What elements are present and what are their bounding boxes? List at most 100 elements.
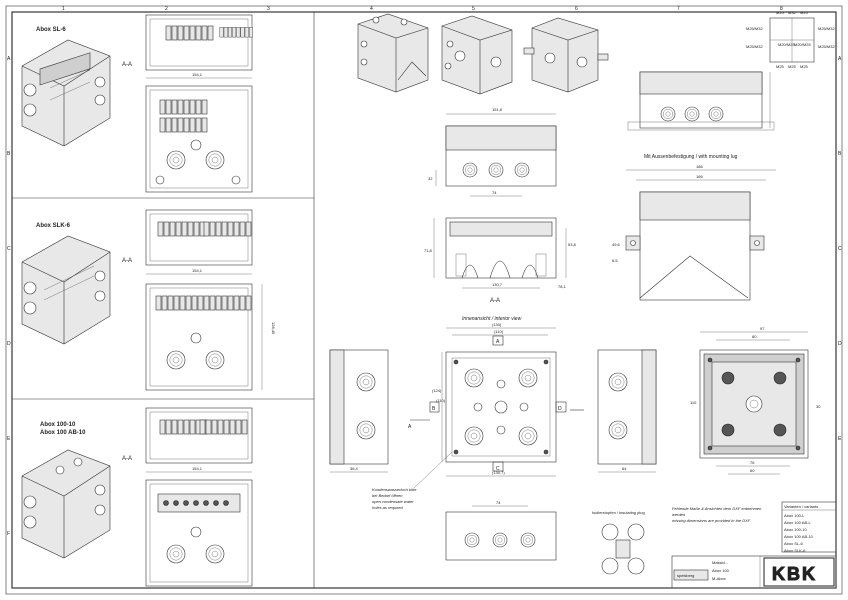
- dim-lug-hole: 6,5: [612, 258, 618, 263]
- section-view: 154,1 A-A: [122, 407, 253, 473]
- dim-lug-offset: 49,6: [612, 242, 621, 247]
- gland-size: M25/M32: [746, 44, 763, 49]
- panel-slk6: Abox SLK-6 154,1 A-A: [21, 209, 276, 391]
- section-view: 154,1 A-A: [122, 14, 253, 79]
- dim-spacing: 74: [496, 500, 501, 505]
- dim-h1: 71,8: [424, 248, 433, 253]
- view-letter-a: A: [496, 339, 500, 345]
- dim-lug-inner: 166: [696, 174, 703, 179]
- side-view-with-lug: [627, 71, 775, 131]
- row-label: B: [838, 151, 842, 157]
- rear-view: 97 60 76 60 30 110: [690, 326, 821, 475]
- brand-name: spelsberg: [677, 573, 694, 578]
- dim-spacing: 74: [492, 190, 497, 195]
- drawing-note: Fehlende Maße & Ansichten dem DXF entneh…: [672, 506, 762, 511]
- dim-top: 151,6: [492, 107, 503, 112]
- dim-rear: 110: [690, 400, 697, 405]
- panel-100-10: Abox 100-10 Abox 100 AB-10 154,1 A-A: [21, 407, 253, 587]
- gland-size: M20/M25: [778, 42, 795, 47]
- row-label: C: [7, 246, 11, 252]
- gland-size: M32: [788, 10, 797, 15]
- row-label: B: [7, 151, 11, 157]
- dim-top-a: (130): [492, 322, 502, 327]
- panel-sl6: Abox SL-6 154,1 A-A: [21, 14, 253, 193]
- condensate-note: Kondenswasserloch bitte: [372, 487, 417, 492]
- top-view: [145, 85, 253, 193]
- view-letter-c: C: [496, 466, 500, 472]
- panel-title: Abox SL-6: [36, 27, 66, 33]
- dim-h3: 78,1: [558, 284, 567, 289]
- dim-depth: 64: [622, 466, 627, 471]
- title-block-text: Massbl...: [712, 560, 728, 565]
- dim-rear: 97: [760, 326, 765, 331]
- dim-top-b: (110): [494, 329, 504, 334]
- right-side-view: 64: [597, 349, 657, 473]
- top-view: 128,45: [145, 283, 276, 391]
- section-label: A-A: [490, 298, 500, 304]
- iso-box-view: [21, 39, 111, 147]
- lug-title: Mit Aussenbefestigung / with mounting lu…: [644, 154, 738, 160]
- gland-size: M25: [800, 10, 809, 15]
- front-side-view: 151,6 74 32: [428, 107, 557, 197]
- row-label: D: [838, 341, 842, 347]
- variant-item: Abox 100 AB-L: [784, 520, 811, 525]
- iso-variants: [357, 13, 609, 95]
- variant-item: Abox 100-L: [784, 513, 805, 518]
- row-label: D: [7, 341, 11, 347]
- section-label: A-A: [122, 456, 132, 462]
- title-block-text: Abox 100: [712, 568, 730, 573]
- section-view: 154,1 A-A: [122, 209, 253, 275]
- row-label: E: [838, 436, 842, 442]
- view-letter-d: D: [558, 406, 562, 412]
- title-block-text: M-Abox: [712, 576, 726, 581]
- dim-rear: 60: [750, 468, 755, 473]
- interior-title: Innenansicht / interior view: [462, 316, 522, 322]
- gland-size: M25: [800, 64, 809, 69]
- variant-item: Abox SL-6: [784, 541, 803, 546]
- zone-labels: 1 2 3 4 5 6 7 8 A B C D E F A B C D E: [7, 6, 842, 537]
- bottom-gland-view: 74: [445, 500, 557, 561]
- variants-title: Varianten / variants: [784, 504, 818, 509]
- mounting-lug-view: Mit Aussenbefestigung / with mounting lu…: [612, 154, 776, 301]
- dim-left-b: (110): [436, 398, 446, 403]
- dim-side: 32: [428, 176, 433, 181]
- section-label: A-A: [122, 62, 132, 68]
- col-label: 1: [62, 6, 65, 12]
- row-label: A: [838, 56, 842, 62]
- variant-item: Abox 100 AB-10: [784, 534, 814, 539]
- panel-title: Abox SLK-6: [36, 223, 71, 229]
- drawing-note: missing dimensions are provided in the D…: [672, 518, 751, 523]
- col-label: 3: [267, 6, 270, 12]
- variant-item: Abox 100-10: [784, 527, 807, 532]
- notes-and-title-block: Fehlende Maße & Ansichten dem DXF entneh…: [671, 501, 837, 589]
- gland-layout-legend: M25 M32 M25 M25/M32 M20/M25 M20/M25 M25/…: [746, 10, 835, 69]
- col-label: 8: [780, 6, 783, 12]
- dim-depth: 36,4: [350, 466, 359, 471]
- dim-rear: 76: [750, 460, 755, 465]
- condensate-note: bei Bedarf öffnen: [372, 493, 403, 498]
- gland-size: M25/M32: [746, 26, 763, 31]
- condensate-note: holes as required: [372, 505, 403, 510]
- dim-left-a: (124): [432, 388, 442, 393]
- gland-size: M25/M32: [818, 44, 835, 49]
- gland-size: M25: [776, 64, 785, 69]
- drawing-note: werden: [672, 512, 686, 517]
- section-label: A-A: [122, 258, 132, 264]
- kbk-logo: KBK: [772, 564, 817, 584]
- dim-width: 154,1: [192, 466, 203, 471]
- gland-size: M20/M25: [794, 42, 811, 47]
- panel-title: Abox 100-10: [40, 422, 76, 428]
- col-label: 4: [370, 6, 373, 12]
- cut-marker: A: [408, 424, 412, 430]
- variant-item: Abox SLK-6: [784, 548, 806, 553]
- row-label: A: [7, 56, 11, 62]
- condensate-note: open condensate water: [372, 499, 414, 504]
- center-section-aa: 71,8 53,8 130,7 78,1 A-A: [424, 217, 577, 304]
- iso-box-view: [21, 235, 111, 345]
- dim-rear: 60: [752, 334, 757, 339]
- col-label: 6: [575, 6, 578, 12]
- iso-box-view: [21, 449, 111, 559]
- gland-size: M25/M32: [818, 26, 835, 31]
- top-view: [145, 479, 253, 587]
